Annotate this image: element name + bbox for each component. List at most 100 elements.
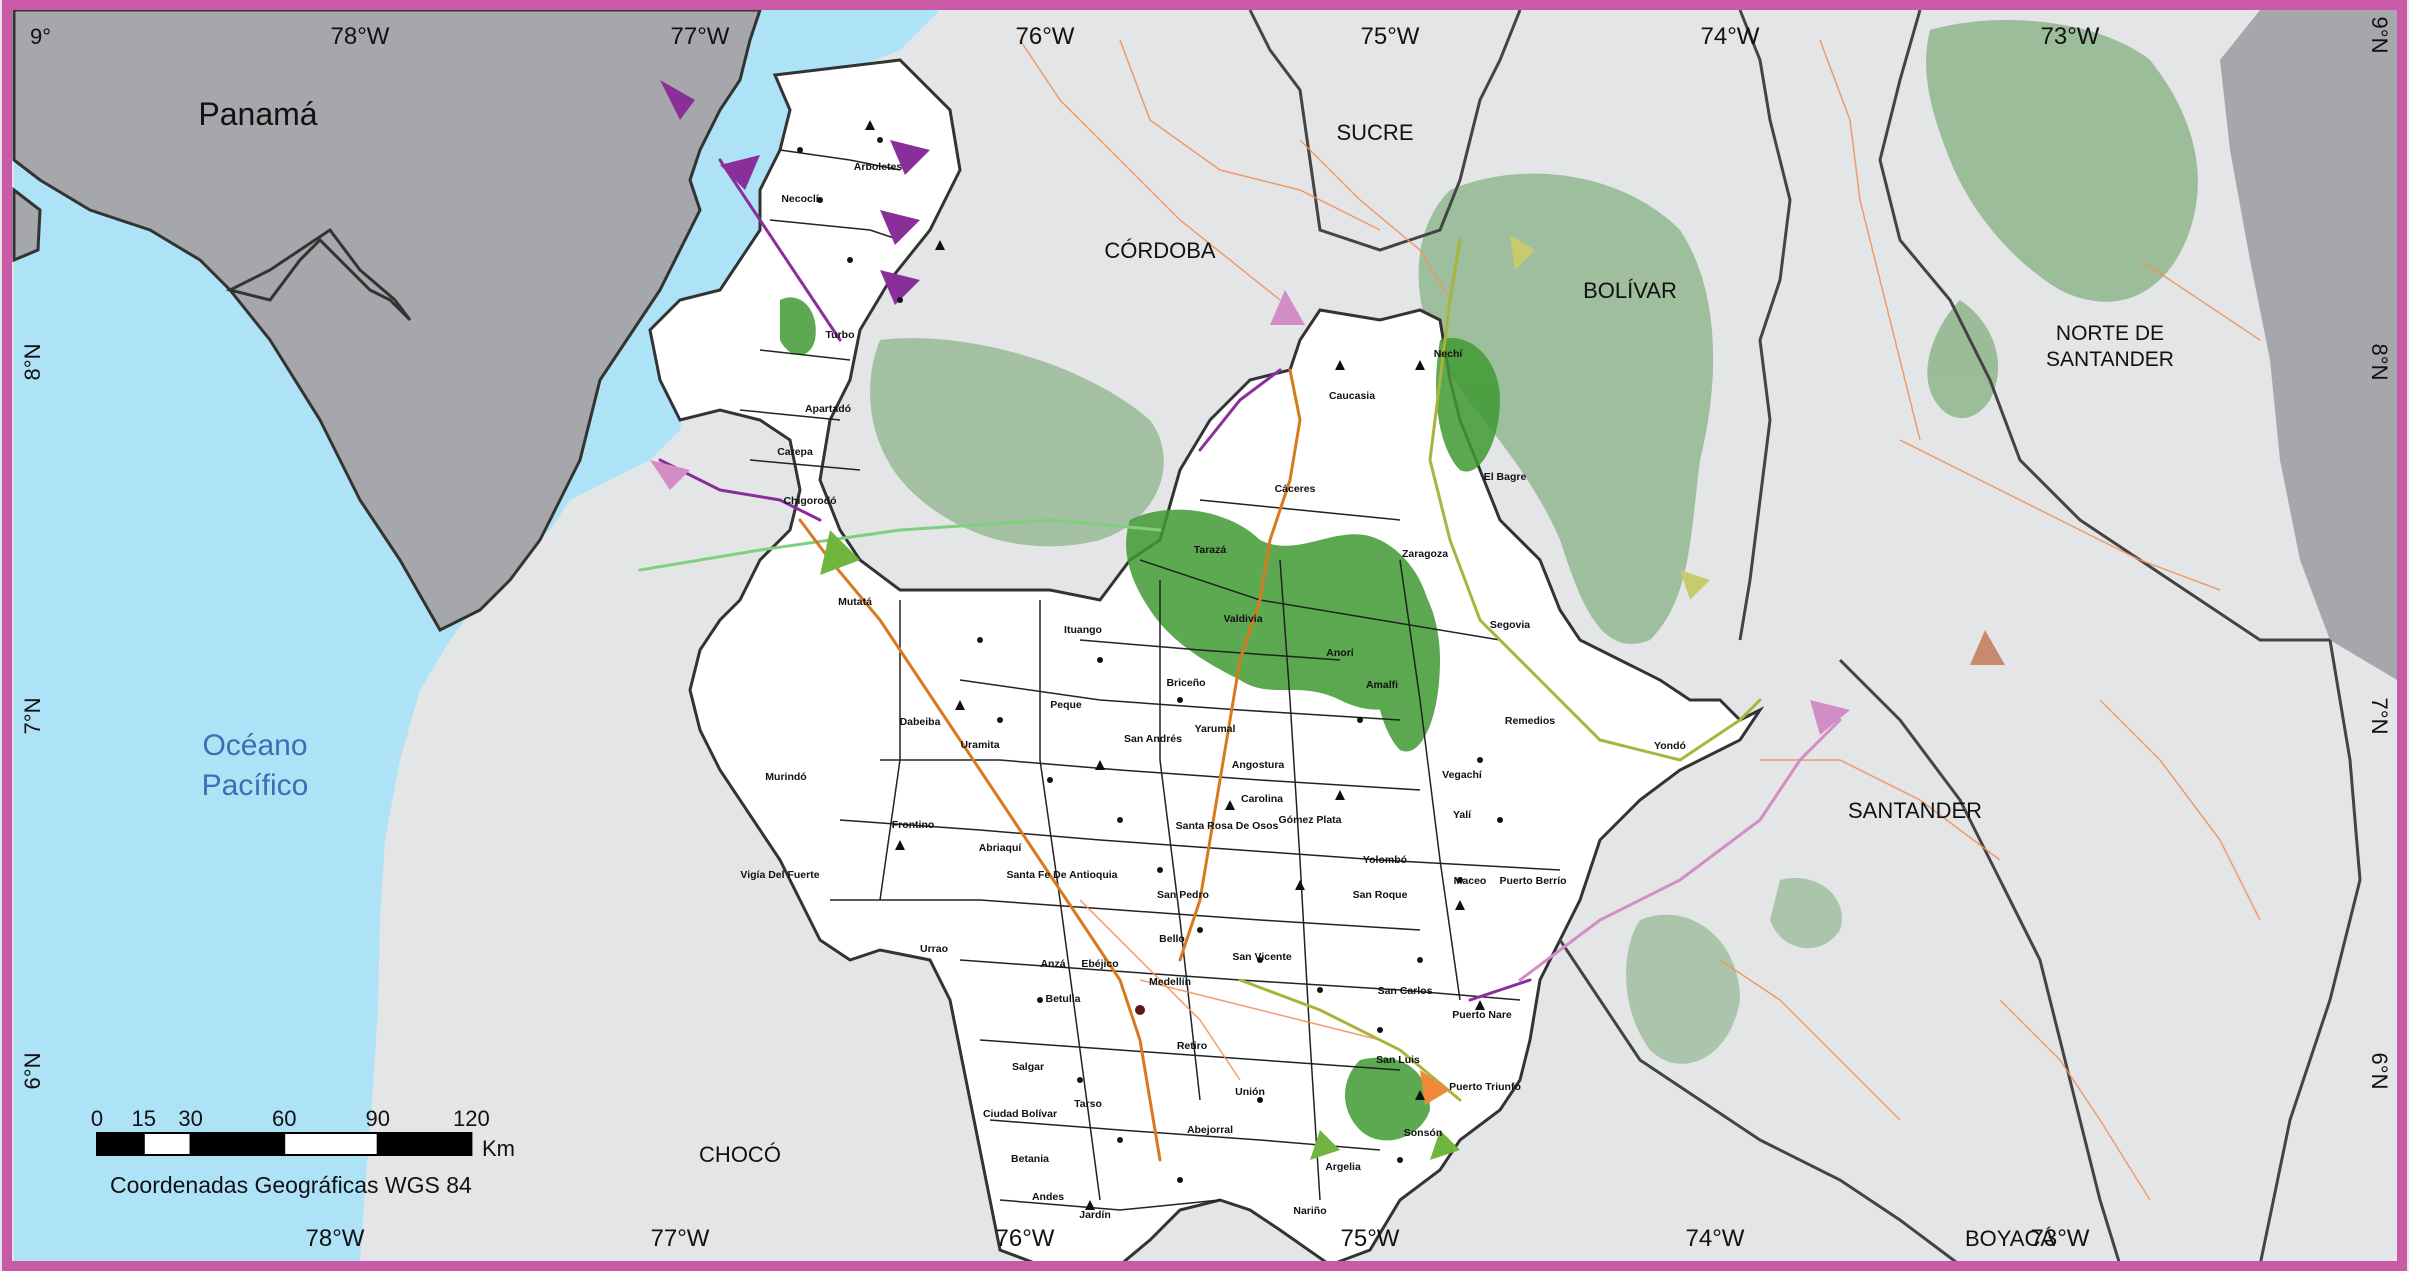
scale-segment: [376, 1132, 473, 1156]
svg-text:Anorí: Anorí: [1326, 647, 1354, 659]
svg-text:Betulia: Betulia: [1045, 993, 1080, 1005]
svg-text:78°W: 78°W: [306, 1225, 365, 1252]
town-markers: [797, 137, 1503, 1183]
arrow-green-3: [1430, 1130, 1460, 1160]
label-choco: CHOCÓ: [699, 1142, 781, 1167]
scale-bar-unit: Km: [482, 1136, 515, 1161]
svg-text:9°N: 9°N: [2367, 17, 2392, 54]
svg-text:Tarso: Tarso: [1074, 1098, 1102, 1110]
svg-text:Uramita: Uramita: [960, 739, 999, 751]
label-bolivar: BOLÍVAR: [1583, 278, 1677, 303]
svg-text:Angostura: Angostura: [1232, 759, 1285, 771]
arrow-purple-4: [880, 210, 920, 245]
scale-tick-label: 60: [272, 1106, 296, 1131]
svg-text:Ciudad Bolívar: Ciudad Bolívar: [983, 1108, 1057, 1120]
svg-text:Argelia: Argelia: [1325, 1161, 1361, 1173]
svg-text:San Luis: San Luis: [1376, 1054, 1420, 1066]
light-green-dots-ns: [1926, 20, 2198, 419]
panama-small-land: [12, 186, 42, 263]
ocean-area: [14, 10, 940, 1265]
route-purple-east: [1468, 978, 1532, 1002]
svg-text:Puerto Berrío: Puerto Berrío: [1499, 875, 1566, 887]
label-panama: Panamá: [198, 96, 317, 132]
label-cordoba: CÓRDOBA: [1104, 238, 1216, 263]
route-purple-gulf: [658, 458, 822, 522]
arrow-purple-6: [650, 460, 690, 490]
svg-text:San Andrés: San Andrés: [1124, 733, 1182, 745]
svg-text:Vigía Del Fuerte: Vigía Del Fuerte: [740, 869, 819, 881]
arrow-olive-1: [1510, 235, 1535, 270]
svg-text:77°W: 77°W: [671, 23, 730, 50]
svg-text:Cáceres: Cáceres: [1275, 483, 1316, 495]
svg-text:74°W: 74°W: [1701, 23, 1760, 50]
urabá-gulf-land: [225, 227, 412, 322]
label-santander: SANTANDER: [1848, 798, 1982, 823]
route-olive-east: [1238, 978, 1462, 1102]
svg-text:Necoclí: Necoclí: [781, 193, 819, 205]
scale-segment: [189, 1132, 286, 1156]
svg-text:Valdivia: Valdivia: [1223, 613, 1262, 625]
svg-text:Chigorodó: Chigorodó: [783, 495, 836, 507]
label-sucre: SUCRE: [1336, 120, 1413, 145]
svg-text:7°N: 7°N: [2367, 698, 2392, 735]
svg-text:Yolombó: Yolombó: [1363, 854, 1407, 866]
svg-text:Unión: Unión: [1235, 1086, 1265, 1098]
svg-text:Gómez Plata: Gómez Plata: [1278, 814, 1341, 826]
arrow-purple-2: [720, 155, 760, 190]
arrow-green-2: [1310, 1130, 1340, 1160]
label-norte-santander-2: SANTANDER: [2046, 348, 2174, 371]
scale-bar-segments: [96, 1132, 473, 1156]
route-orange-west: [798, 518, 1162, 1162]
svg-text:San Pedro: San Pedro: [1157, 889, 1209, 901]
svg-text:8°N: 8°N: [20, 344, 45, 381]
svg-text:Tarazá: Tarazá: [1194, 544, 1227, 556]
svg-text:Sonsón: Sonsón: [1404, 1127, 1443, 1139]
route-arrows: [650, 80, 2005, 1160]
light-green-dots-south: [1626, 878, 1842, 1064]
east-land: [2220, 10, 2397, 680]
label-boyaca: BOYACÁ: [1965, 1226, 2055, 1251]
arrow-green-1: [820, 530, 860, 575]
svg-text:San Roque: San Roque: [1353, 889, 1408, 901]
dark-green-dots: [780, 297, 1500, 1141]
svg-text:Salgar: Salgar: [1012, 1061, 1044, 1073]
scale-segment: [142, 1132, 192, 1156]
svg-text:Zaragoza: Zaragoza: [1402, 548, 1448, 560]
svg-text:Vegachí: Vegachí: [1442, 769, 1483, 781]
arrow-pink-1: [1270, 290, 1305, 325]
scale-tick-label: 15: [132, 1106, 156, 1131]
svg-text:Caucasia: Caucasia: [1329, 390, 1375, 402]
route-orange-north: [1178, 368, 1302, 962]
svg-text:78°W: 78°W: [331, 23, 390, 50]
svg-text:Frontino: Frontino: [892, 819, 935, 831]
svg-text:Puerto Nare: Puerto Nare: [1452, 1009, 1512, 1021]
svg-text:77°W: 77°W: [651, 1225, 710, 1252]
svg-text:73°W: 73°W: [2041, 23, 2100, 50]
peak-markers: [865, 120, 1485, 1210]
svg-text:75°W: 75°W: [1341, 1225, 1400, 1252]
svg-text:Santa Rosa De Osos: Santa Rosa De Osos: [1176, 820, 1279, 832]
svg-text:6°N: 6°N: [20, 1053, 45, 1090]
svg-text:74°W: 74°W: [1686, 1225, 1745, 1252]
scale-segment: [283, 1132, 379, 1156]
svg-text:San Carlos: San Carlos: [1378, 985, 1433, 997]
scale-segment: [96, 1132, 145, 1156]
svg-text:73°W: 73°W: [2031, 1225, 2090, 1252]
svg-text:7°N: 7°N: [20, 698, 45, 735]
svg-text:Arboletes: Arboletes: [854, 161, 903, 173]
coordinate-labels-top: 78°W 77°W 76°W 75°W 74°W 73°W: [331, 23, 2100, 50]
coordinate-labels-left: 8°N 7°N 6°N: [20, 344, 45, 1090]
light-green-dots-bolivar: [1418, 173, 1714, 644]
svg-text:Andes: Andes: [1032, 1191, 1064, 1203]
route-olive: [1428, 238, 1762, 762]
route-pink-east: [1518, 718, 1842, 982]
svg-text:Maceo: Maceo: [1454, 875, 1487, 887]
svg-text:San Vicente: San Vicente: [1232, 951, 1291, 963]
svg-text:Remedios: Remedios: [1505, 715, 1555, 727]
arrow-pink-2: [1810, 700, 1850, 735]
svg-text:Abriaquí: Abriaquí: [979, 842, 1023, 854]
svg-text:Carepa: Carepa: [777, 446, 813, 458]
